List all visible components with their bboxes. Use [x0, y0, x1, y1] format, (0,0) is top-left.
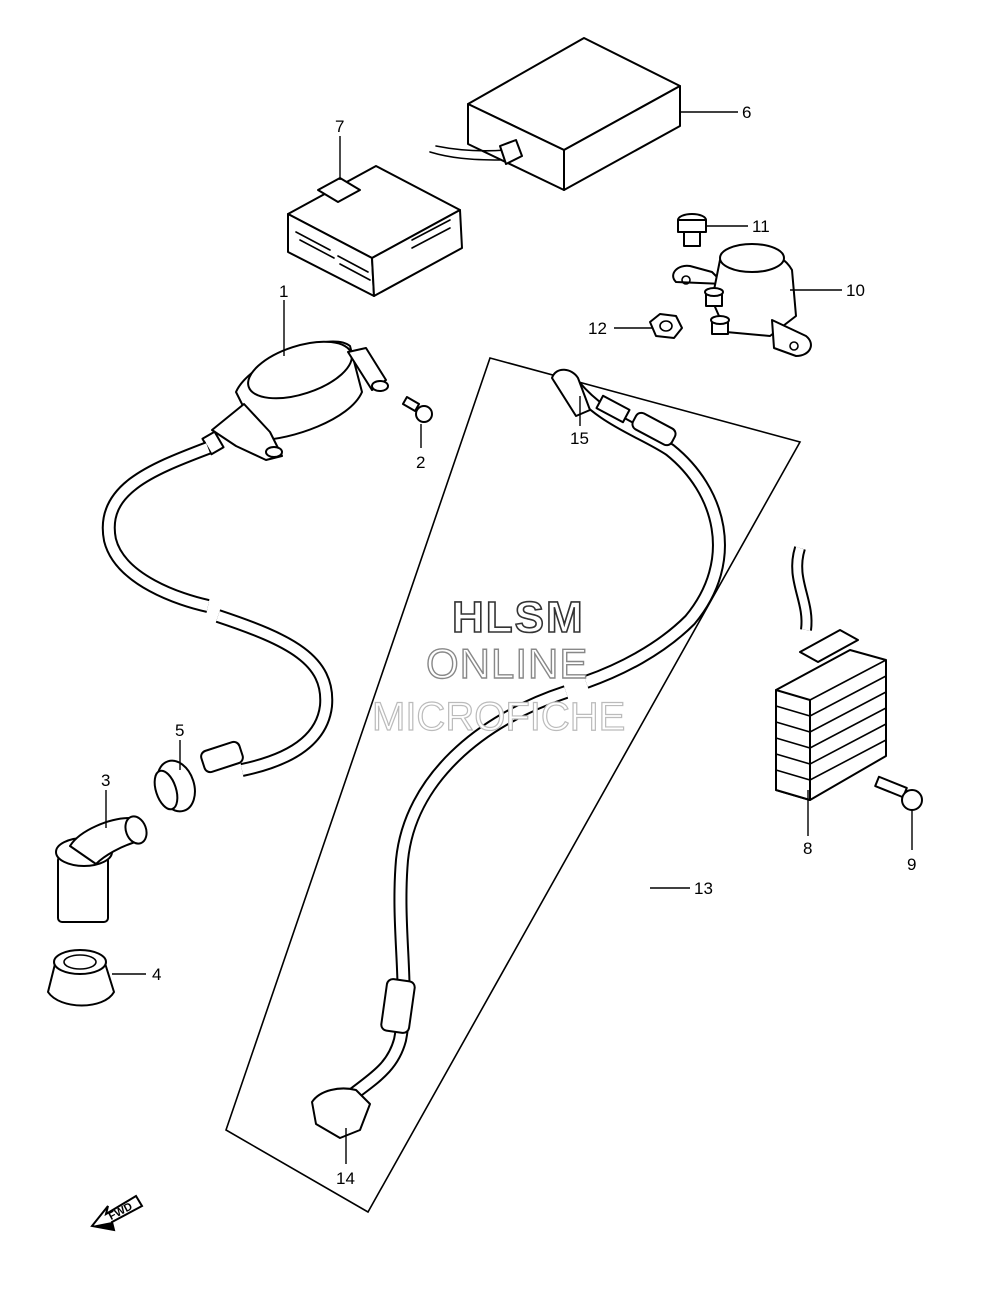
callout-4: 4 — [152, 965, 161, 984]
plug-cap-seal-part[interactable] — [47, 949, 115, 1007]
control-unit-part[interactable] — [429, 37, 681, 191]
relay-nut-part[interactable] — [649, 313, 683, 339]
callout-2: 2 — [416, 453, 425, 472]
starter-relay-part[interactable] — [672, 243, 812, 357]
leader-lines — [105, 111, 913, 1164]
callout-10: 10 — [846, 281, 865, 300]
spark-plug-cap-part[interactable] — [55, 813, 150, 923]
arrow-forward-icon: FWD — [90, 1194, 144, 1232]
ignition-coil-part[interactable] — [201, 330, 389, 461]
callout-11: 11 — [752, 217, 770, 236]
coil-bolt-part[interactable] — [401, 396, 433, 423]
harness-kit-outline — [225, 357, 802, 1214]
callout-13: 13 — [694, 879, 713, 898]
callout-12: 12 — [588, 319, 607, 338]
regulator-bolt-part[interactable] — [874, 775, 923, 811]
harness-wire-part[interactable] — [311, 368, 726, 1139]
watermark-line-2: ONLINE — [426, 640, 588, 687]
relay-bolt-part[interactable] — [677, 213, 707, 247]
plug-wire-part — [101, 441, 334, 777]
igniter-module-part[interactable] — [287, 165, 463, 297]
callout-5: 5 — [175, 721, 184, 740]
callout-6: 6 — [742, 103, 751, 122]
fwd-label: FWD — [107, 1200, 135, 1222]
callout-15: 15 — [570, 429, 589, 448]
callout-9: 9 — [907, 855, 916, 874]
regulator-rectifier-part[interactable] — [775, 546, 887, 801]
watermark-line-1: HLSM — [452, 593, 585, 642]
callout-7: 7 — [335, 117, 344, 136]
callout-1: 1 — [279, 282, 288, 301]
callout-3: 3 — [101, 771, 110, 790]
callout-14: 14 — [336, 1169, 355, 1188]
watermark-line-3: MICROFICHE — [372, 695, 625, 739]
callout-8: 8 — [803, 839, 812, 858]
plug-wire-cap-part[interactable] — [150, 740, 244, 816]
